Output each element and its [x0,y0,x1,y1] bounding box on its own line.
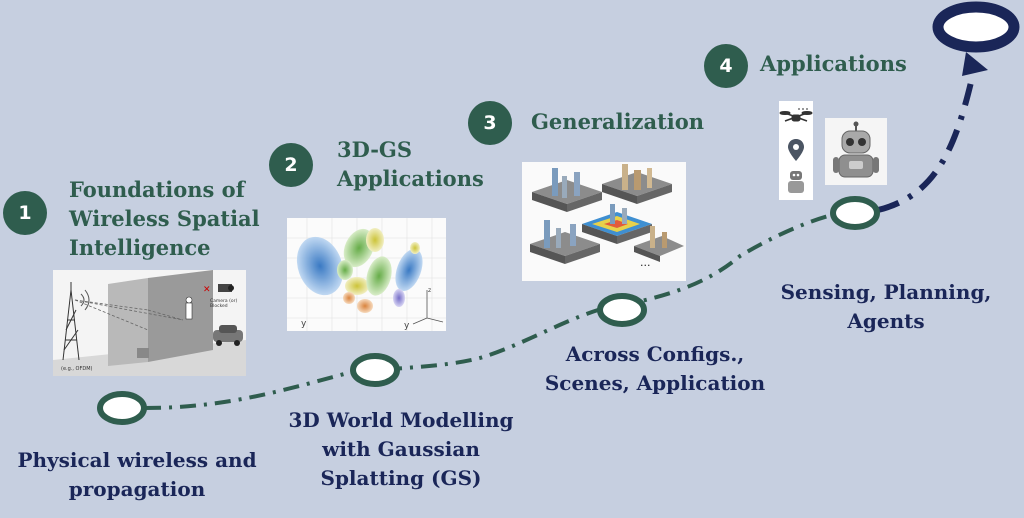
stage-3-number: 3 [468,101,512,145]
svg-text:y: y [404,321,410,331]
stage-1-number: 1 [3,191,47,235]
stage-2-number: 2 [269,143,313,187]
small-robot-icon [788,171,804,193]
car-icon [213,325,243,346]
stage-4-caption: Sensing, Planning, Agents [780,280,992,333]
drone-icon [779,111,813,122]
svg-text:(e.g., OFDM): (e.g., OFDM) [61,366,93,372]
node-stage-1 [97,391,147,425]
camera-icon [218,284,234,292]
path-arrowhead [962,52,988,76]
person-icon [185,296,193,320]
city-scene-tiles [530,164,684,264]
stage-4-number: 4 [704,44,748,88]
path-green-dashdot [144,213,833,410]
stage-1-illustration: ✕ Camera (or) Blocked (e.g., OFDM) [53,270,246,376]
node-stage-2 [350,353,400,387]
node-stage-3 [597,293,647,327]
robot-icon [833,121,879,178]
stage-3-illustration: ... [522,162,686,281]
gaussian-ellipsoids [296,228,423,313]
stage-1-title: Foundations of Wireless Spatial Intellig… [69,177,260,260]
stage-2-illustration: z y y [287,218,446,331]
svg-text:✕: ✕ [203,285,211,295]
svg-text:...: ... [640,256,651,269]
stage-3-caption: Across Configs., Scenes, Application [544,342,766,395]
path-blue-dashdot [877,77,975,213]
stage-4-dots [797,96,809,110]
stage-3-title: Generalization [531,109,705,134]
svg-text:y: y [301,319,307,329]
svg-text:Camera (or): Camera (or) [210,298,237,304]
goal-node [932,1,1020,53]
building-icon [148,270,213,362]
stage-2-title: 3D-GS Applications [337,137,484,191]
location-pin-icon [788,139,804,161]
stage-2-caption: 3D World Modelling with Gaussian Splatti… [288,408,514,490]
stage-4-title: Applications [760,51,907,76]
stage-4-robot-image [825,118,887,185]
stage-1-caption: Physical wireless and propagation [17,448,257,501]
stage-4-icon-strip [779,101,813,200]
node-stage-4 [830,196,880,230]
svg-text:Blocked: Blocked [210,303,228,309]
cell-tower-icon [62,282,80,361]
svg-text:z: z [428,287,431,294]
